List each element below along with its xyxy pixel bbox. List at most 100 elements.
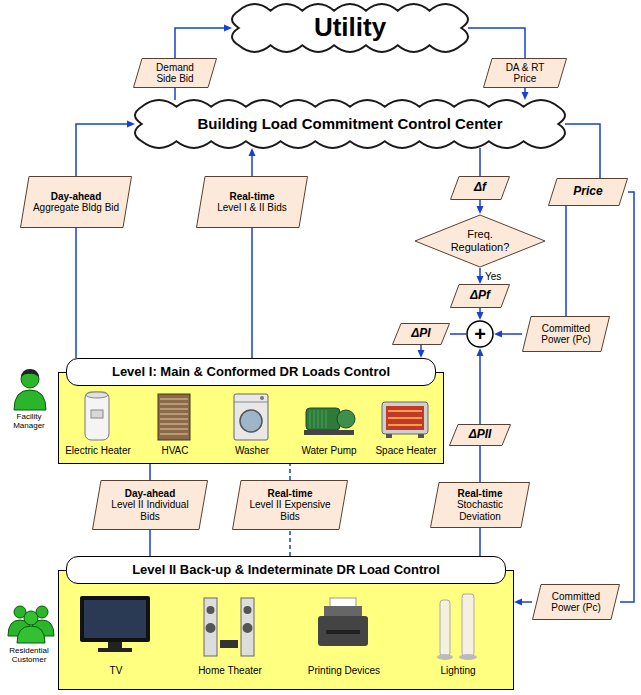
- arrow-head: [477, 348, 484, 356]
- node-text: Real-time: [229, 191, 274, 203]
- home-theater-icon: [207, 606, 215, 614]
- person-icon: [14, 369, 46, 410]
- tv-icon: [84, 600, 146, 638]
- data-parallelogram: Real-timeLevel I & II Bids: [196, 176, 308, 228]
- connector: [418, 345, 425, 358]
- node-outline: [450, 425, 511, 446]
- home-theater-icon: [204, 598, 254, 656]
- node-text: Freq. Regulation?: [443, 228, 517, 253]
- data-parallelogram: Day-aheadLevel II Individual Bids: [92, 480, 208, 530]
- data-parallelogram: ΔPII: [449, 424, 511, 446]
- connector: [175, 25, 232, 59]
- load-level-band: TVHome TheaterPrinting DevicesLightingLe…: [58, 570, 514, 690]
- connector: [252, 228, 253, 358]
- washer-icon: [234, 394, 268, 440]
- node-text: Level II Individual Bids: [104, 499, 196, 522]
- node-text: Stochastic Deviation: [442, 499, 518, 522]
- connector: [477, 268, 484, 284]
- washer-icon: [240, 410, 262, 432]
- connector: [249, 148, 256, 176]
- space-heater-icon: [382, 402, 428, 438]
- arrow-head: [494, 331, 502, 338]
- node-outline: [21, 177, 132, 228]
- connector-line: [149, 530, 151, 556]
- home-theater-icon: [204, 598, 217, 656]
- water-pump-icon: [337, 410, 355, 428]
- node-text: ΔPf: [470, 289, 490, 303]
- printer-icon: [318, 598, 368, 646]
- cloud-node: Utility: [232, 4, 468, 52]
- lamp-icon: [440, 600, 450, 656]
- connector: [468, 28, 525, 58]
- node-text: DA & RT Price: [495, 62, 555, 85]
- arrow-head: [477, 312, 484, 320]
- connector-line: [289, 464, 291, 480]
- lamp-icon: [437, 594, 477, 660]
- water-pump-icon: [304, 430, 354, 435]
- connector: [450, 334, 466, 335]
- node-text: ΔPI: [411, 327, 430, 341]
- connector-line: [565, 206, 567, 316]
- space-heater-icon: [418, 434, 424, 438]
- connector: [150, 464, 151, 480]
- washer-icon: [234, 402, 268, 403]
- appliance-caption: Water Pump: [289, 445, 369, 456]
- node-outline: [93, 481, 208, 530]
- node-text: +: [474, 324, 486, 344]
- connector-line: [479, 528, 481, 556]
- connector: [477, 308, 484, 320]
- appliance-caption: Printing Devices: [292, 665, 396, 676]
- data-parallelogram: DA & RT Price: [483, 58, 567, 88]
- data-parallelogram: Real-timeLevel II Expensive Bids: [232, 480, 348, 530]
- level-heading: Level II Back-up & Indeterminate DR Load…: [66, 556, 506, 584]
- water-pump-icon: [304, 408, 355, 435]
- tv-icon: [108, 642, 122, 648]
- space-heater-icon: [386, 434, 392, 438]
- node-outline: [467, 321, 493, 347]
- home-theater-icon: [241, 598, 254, 656]
- space-heater-icon: [386, 406, 424, 430]
- role-label: Residential Customer: [2, 646, 56, 664]
- connector-line: [479, 446, 481, 482]
- node-text: Building Load Commitment Control Center: [198, 115, 503, 132]
- arrow-head: [249, 148, 256, 156]
- appliance-caption: HVAC: [135, 445, 215, 456]
- washer-icon: [260, 396, 264, 400]
- node-text: Level I & II Bids: [217, 202, 286, 214]
- node-text: Day-ahead: [51, 191, 102, 203]
- node-text: Δf: [474, 181, 486, 195]
- node-outline: [415, 215, 545, 267]
- node-outline: [393, 324, 450, 345]
- arrow-head: [522, 92, 529, 100]
- connector-line: [289, 530, 291, 556]
- connector-line: [75, 228, 77, 358]
- arrow-head: [477, 206, 484, 214]
- space-heater-icon: [382, 402, 428, 434]
- lamp-icon: [462, 594, 474, 656]
- person-icon: [21, 369, 39, 377]
- node-text: Price: [573, 185, 602, 199]
- connector-line: [76, 124, 128, 176]
- connector-line: [450, 333, 466, 335]
- data-parallelogram: Committed Power (Pc): [522, 316, 610, 352]
- node-outline: [523, 317, 610, 352]
- load-level-band: Electric HeaterHVACWasherWater PumpSpace…: [58, 372, 444, 464]
- water-pump-icon: [306, 408, 340, 430]
- washer-icon: [234, 394, 268, 440]
- data-parallelogram: ΔPI: [392, 323, 450, 345]
- node-outline: [197, 177, 308, 228]
- band-fill: [58, 570, 514, 690]
- appliance-caption: TV: [64, 665, 168, 676]
- home-theater-icon: [243, 623, 253, 633]
- connector-line: [620, 192, 634, 602]
- connector-line: [479, 268, 481, 277]
- connector: [480, 528, 481, 556]
- data-parallelogram: Demand Side Bid: [133, 58, 217, 88]
- summing-junction: +: [466, 320, 494, 348]
- person-icon: [14, 390, 46, 410]
- node-outline: [451, 177, 510, 200]
- connector: [76, 228, 77, 358]
- connector: [480, 446, 481, 482]
- data-parallelogram: Price: [548, 178, 628, 206]
